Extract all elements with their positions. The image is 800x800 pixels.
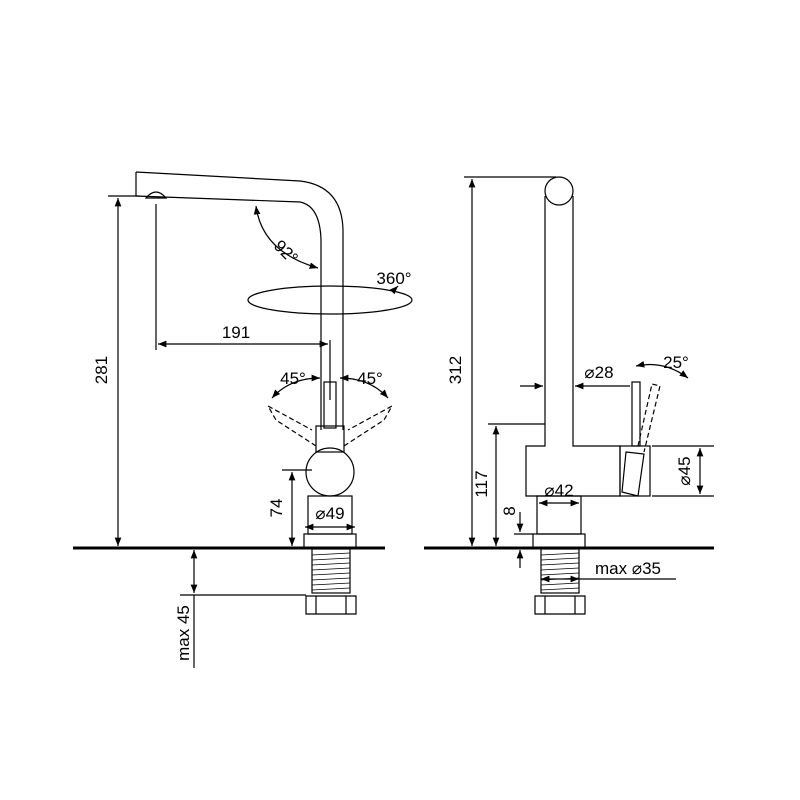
lever-collar: [315, 425, 345, 453]
lever-grip: [621, 451, 645, 497]
label-height-281: 281: [92, 356, 111, 384]
label-side-lever-height: 117: [472, 470, 491, 497]
side-faucet-outline: [525, 176, 661, 615]
label-spout-angle: 92°: [270, 236, 302, 268]
label-spout-diameter: ⌀28: [584, 363, 613, 382]
label-side-lever-angle: 25°: [663, 353, 689, 372]
spout-inner: [135, 172, 322, 430]
spout-angle-dimension: 92°: [253, 205, 319, 269]
front-body-diameter-dimension: ⌀49: [305, 504, 355, 531]
aerator: [144, 191, 168, 199]
counter-thickness-dimension: max 45: [174, 550, 306, 668]
base-plate: [303, 533, 357, 549]
lever-angle-dimensions: 45° 45°: [271, 369, 389, 399]
side-lever-diameter-dimension: ⌀45: [652, 445, 714, 497]
label-side-body-diameter: ⌀42: [544, 481, 573, 500]
side-base-plate: [532, 533, 586, 549]
side-threaded-shank: [540, 548, 580, 594]
label-base-height: 8: [500, 506, 519, 515]
spout-outer: [135, 171, 344, 430]
front-view: 281 191 92° 360° 45° 45°: [73, 171, 413, 668]
label-side-height: 312: [446, 356, 465, 384]
label-reach-191: 191: [222, 323, 250, 342]
threaded-shank: [311, 548, 351, 594]
side-body-diameter-dimension: ⌀42: [539, 481, 579, 507]
side-lever-height-dimension: 117: [472, 423, 545, 546]
front-reach-dimension: 191: [155, 204, 331, 400]
side-shank-threads: [540, 552, 580, 591]
side-shank-nut: [534, 595, 586, 615]
spout-top: [544, 176, 574, 206]
label-max-counter-thickness: max 45: [174, 605, 193, 661]
shank-nut: [305, 595, 357, 615]
label-body-diameter: ⌀49: [315, 504, 344, 523]
side-height-dimension: 312: [446, 176, 556, 546]
shank-threads: [311, 552, 351, 591]
lever: [631, 381, 641, 447]
front-body-height-dimension: 74: [267, 469, 312, 546]
label-max-hole-diameter: max ⌀35: [595, 559, 661, 578]
lever-left-dashed: [266, 404, 317, 447]
side-lever-angle-dimension: 25°: [635, 353, 689, 379]
label-rotation: 360°: [376, 269, 411, 288]
side-body-base: [536, 495, 582, 535]
label-body-height: 74: [267, 499, 286, 518]
label-lever-right-angle: 45°: [357, 369, 383, 388]
lever-dashed: [637, 383, 661, 453]
label-lever-left-angle: 45°: [280, 369, 306, 388]
side-view: 312 ⌀28 25° 117 ⌀42 8: [424, 176, 714, 615]
spout-diameter-dimension: ⌀28: [520, 363, 630, 390]
rotation-indicator: 360°: [247, 269, 413, 315]
lever-right-dashed: [343, 404, 394, 447]
label-side-lever-diameter: ⌀45: [675, 456, 694, 485]
valve-body: [305, 447, 355, 497]
front-height-dimension: 281: [92, 195, 140, 546]
base-height-dimension: 8: [500, 506, 533, 568]
max-hole-diameter-dimension: max ⌀35: [541, 559, 676, 583]
